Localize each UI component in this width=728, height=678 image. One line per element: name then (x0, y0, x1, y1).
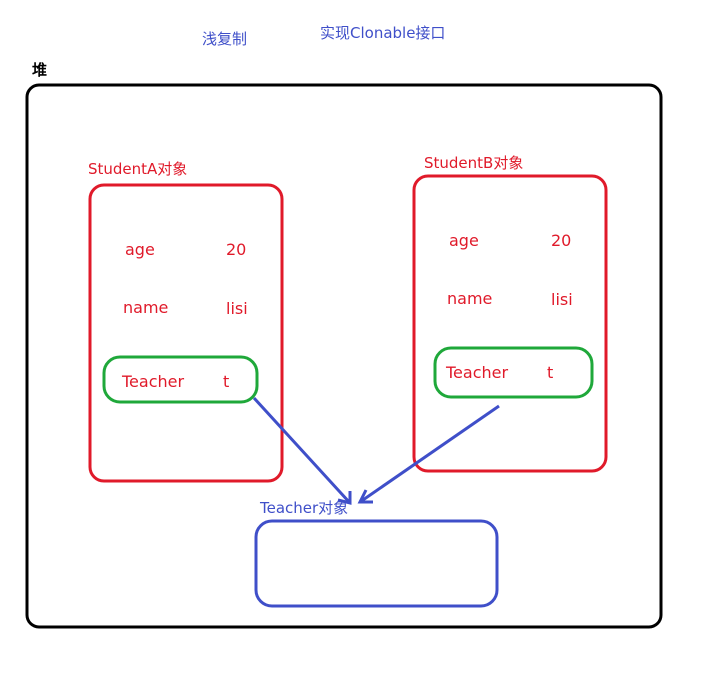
student-a-name-name: name (123, 298, 169, 317)
heap-label: 堆 (32, 61, 48, 79)
student-a-age-value: 20 (226, 240, 247, 259)
heap-box (25, 83, 663, 629)
arrow-a-to-teacher (252, 396, 352, 505)
arrow-b-head (357, 489, 373, 504)
student-b-age-name: age (449, 231, 479, 250)
student-a-teacher-value: t (223, 372, 230, 391)
student-b-label: StudentB对象 (424, 154, 524, 172)
teacher-object-box (254, 519, 499, 608)
arrow-a-head (337, 491, 352, 505)
clonable-title: 实现Clonable接口 (320, 24, 446, 42)
arrow-b-to-teacher (359, 404, 500, 504)
teacher-object-label: Teacher对象 (260, 499, 349, 517)
student-a-box (88, 183, 284, 483)
student-a-name-value: lisi (226, 299, 248, 318)
student-b-name-name: name (447, 289, 493, 308)
student-b-name-value: lisi (551, 290, 573, 309)
shallow-copy-title: 浅复制 (202, 30, 248, 48)
student-b-teacher-value: t (547, 363, 554, 382)
student-b-teacher-name: Teacher (446, 363, 509, 382)
student-b-teacher-ref-box (433, 346, 594, 399)
student-b-box (412, 174, 608, 473)
student-a-label: StudentA对象 (88, 160, 188, 178)
student-a-age-name: age (125, 240, 155, 259)
student-a-teacher-ref-box (102, 355, 259, 404)
student-a-teacher-name: Teacher (122, 372, 185, 391)
student-b-age-value: 20 (551, 231, 572, 250)
